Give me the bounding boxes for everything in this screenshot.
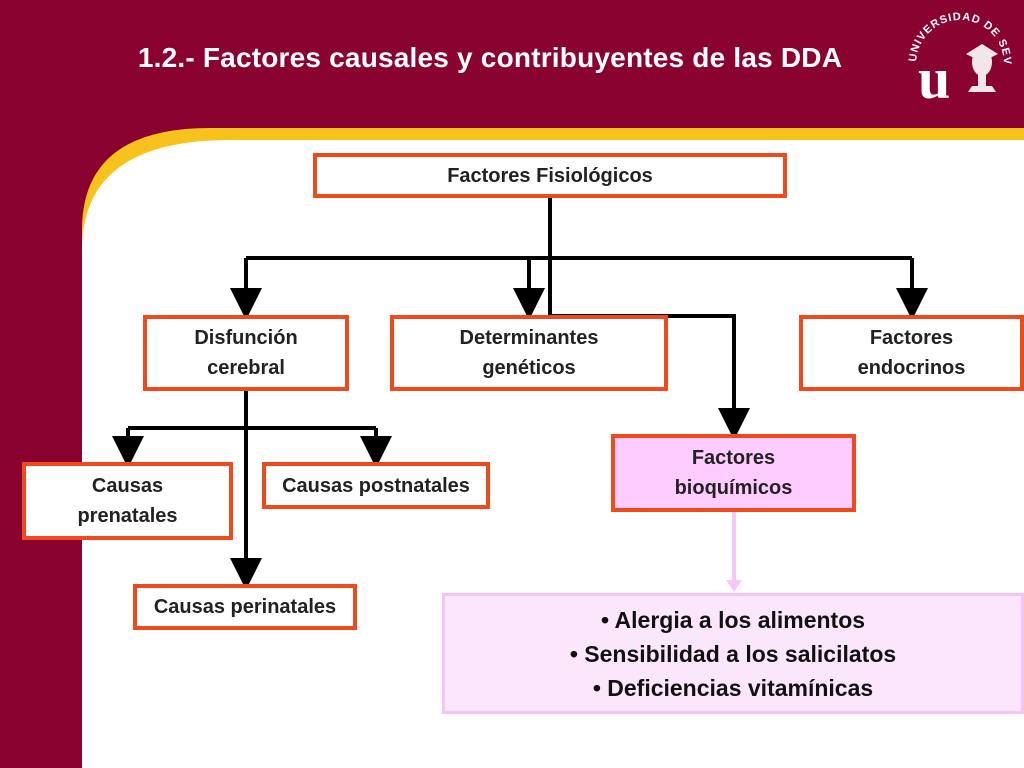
pink-arrowhead: [726, 580, 742, 592]
list-item: • Sensibilidad a los salicilatos: [569, 640, 897, 667]
box-factores-bioquimicos: Factores bioquímicos: [611, 434, 856, 512]
logo-letter: u: [918, 46, 950, 111]
box-causas-prenatales: Causas prenatales: [22, 462, 233, 540]
list-item: • Alergia a los alimentos: [600, 606, 866, 633]
logo-arc-text: UNIVERSIDAD DE SEVILLA: [898, 0, 1012, 66]
box-determinantes-geneticos: Determinantes genéticos: [390, 315, 668, 391]
box-disfuncion-cerebral: Disfunción cerebral: [143, 315, 349, 391]
box-factores-endocrinos: Factores endocrinos: [799, 315, 1024, 391]
university-logo: UNIVERSIDAD DE SEVILLA u: [898, 0, 1024, 116]
box-causas-postnatales: Causas postnatales: [262, 462, 490, 509]
svg-text:UNIVERSIDAD DE SEVILLA: UNIVERSIDAD DE SEVILLA: [898, 0, 1013, 66]
box-causas-perinatales: Causas perinatales: [133, 584, 357, 630]
university-seal-icon: UNIVERSIDAD DE SEVILLA u: [898, 0, 1013, 111]
box-factores-fisiologicos: Factores Fisiológicos: [313, 153, 787, 198]
bioquimicos-list: • Alergia a los alimentos • Sensibilidad…: [442, 593, 1024, 714]
list-item: • Deficiencias vitamínicas: [592, 674, 874, 701]
slide-title: 1.2.- Factores causales y contribuyentes…: [137, 42, 843, 73]
